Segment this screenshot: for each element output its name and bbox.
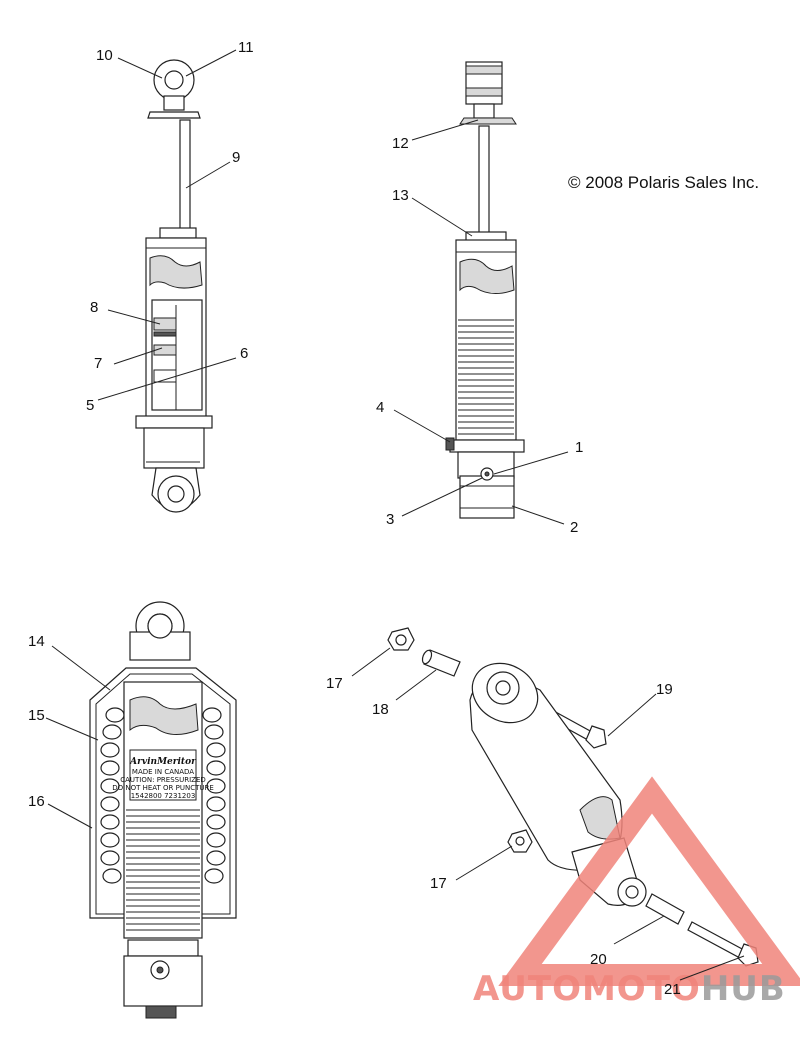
watermark-logo: AUTOMOTOHUB	[473, 776, 800, 1009]
callout-15: 15	[28, 707, 45, 724]
sleeve-lower	[645, 893, 685, 925]
callout-2: 2	[570, 519, 578, 536]
shock-shaft	[179, 119, 191, 231]
shock-label-line-4: 1542800 7231203	[131, 792, 196, 800]
copyright-notice: © 2008 Polaris Sales Inc.	[568, 173, 759, 192]
shock-cutaway-assembly	[135, 59, 213, 513]
callout-16: 16	[28, 793, 45, 810]
shock-brand-label: ArvinMeritor	[129, 757, 197, 767]
callout-17-top: 17	[326, 675, 343, 692]
callout-9: 9	[232, 149, 240, 166]
shock-label-line-3: DO NOT HEAT OR PUNCTURE	[112, 784, 214, 792]
callouts: 1 2 3 4 5 6 7 8 9 10 11 12 13 14 15 16 1…	[28, 39, 681, 998]
svg-text:AUTOMOTOHUB: AUTOMOTOHUB	[473, 969, 786, 1009]
callout-5: 5	[86, 397, 94, 414]
spring-collar	[135, 415, 213, 429]
callout-8: 8	[90, 299, 98, 316]
callout-10: 10	[96, 47, 113, 64]
leader-lines	[45, 49, 745, 981]
callout-20: 20	[590, 951, 607, 968]
callout-19: 19	[656, 681, 673, 698]
callout-7: 7	[94, 355, 102, 372]
coil-spring	[100, 707, 226, 884]
watermark-text-gray: HUB	[701, 969, 786, 1009]
callout-4: 4	[376, 399, 384, 416]
watermark-text-red: AUTOMOTO	[473, 969, 701, 1009]
callout-12: 12	[392, 135, 409, 152]
callout-13: 13	[392, 187, 409, 204]
watermark-triangle	[498, 776, 800, 986]
washer	[459, 117, 517, 125]
callout-11: 11	[238, 39, 254, 56]
shock-label-line-2: CAUTION: PRESSURIZED	[120, 776, 206, 784]
callout-3: 3	[386, 511, 394, 528]
shock-exterior-assembly	[445, 61, 525, 519]
callout-17-lower: 17	[430, 875, 447, 892]
shock-label-line-1: MADE IN CANADA	[132, 768, 194, 776]
callout-18: 18	[372, 701, 389, 718]
shock-spring-assembly: ArvinMeritor MADE IN CANADA CAUTION: PRE…	[89, 601, 237, 1019]
callout-14: 14	[28, 633, 45, 650]
callout-6: 6	[240, 345, 248, 362]
callout-1: 1	[575, 439, 583, 456]
body-ribs	[458, 319, 514, 435]
callout-21: 21	[664, 981, 681, 998]
